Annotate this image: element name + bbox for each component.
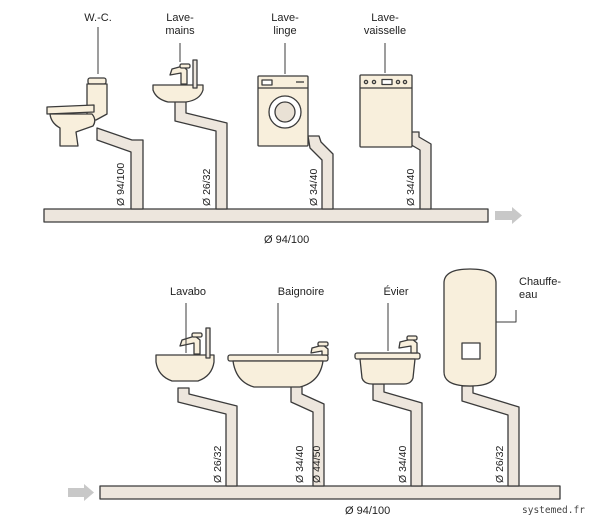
dishwasher-icon [359,74,413,148]
bathtub-icon [227,341,329,388]
hand-basin-pipe-diameter: Ø 26/32 [201,168,213,206]
washbasin-label: Lavabo [169,286,207,298]
bottom-flow-arrow [68,484,94,501]
washing-machine-icon [257,75,309,147]
bathtub-label: Baignoire [277,286,325,298]
wc-label: W.-C. [84,12,112,24]
site-credit: systemed.fr [522,505,585,516]
top-main-pipe [43,208,489,223]
wc-branch-pipe [96,127,144,210]
washbasin-branch-pipe [177,387,238,487]
bathtub-pipe-diameter-2: Ø 44/50 [311,445,323,483]
dishwasher-pipe-diameter: Ø 34/40 [405,168,417,206]
bathtub-branch-pipe [290,385,325,487]
water-heater-leader-line [496,310,517,323]
bottom-main-pipe-diameter: Ø 94/100 [345,505,391,517]
dishwasher-label: Lave- vaisselle [363,12,407,37]
kitchen-sink-label: Évier [383,286,409,298]
water-heater-icon [443,268,497,387]
bathtub-pipe-diameter: Ø 34/40 [294,445,306,483]
water-heater-branch-pipe [461,385,520,487]
hand-basin-icon [152,59,204,103]
top-main-pipe-diameter: Ø 94/100 [264,234,310,246]
toilet-icon [46,77,108,147]
washing-machine-pipe-diameter: Ø 34/40 [308,168,320,206]
hand-basin-label: Lave- mains [165,12,195,37]
water-heater-label: Chauffe- eau [519,276,561,301]
kitchen-sink-pipe-diameter: Ø 34/40 [397,445,409,483]
water-heater-pipe-diameter: Ø 26/32 [494,445,506,483]
washbasin-icon [155,327,215,382]
bottom-main-pipe [99,485,561,500]
washing-machine-branch-pipe [307,135,334,210]
washing-machine-label: Lave- linge [271,12,299,37]
washbasin-pipe-diameter: Ø 26/32 [212,445,224,483]
kitchen-sink-icon [354,335,421,385]
wc-pipe-diameter: Ø 94/100 [115,162,127,206]
hand-basin-branch-pipe [174,99,228,210]
kitchen-sink-branch-pipe [372,383,423,487]
top-flow-arrow [495,207,522,224]
